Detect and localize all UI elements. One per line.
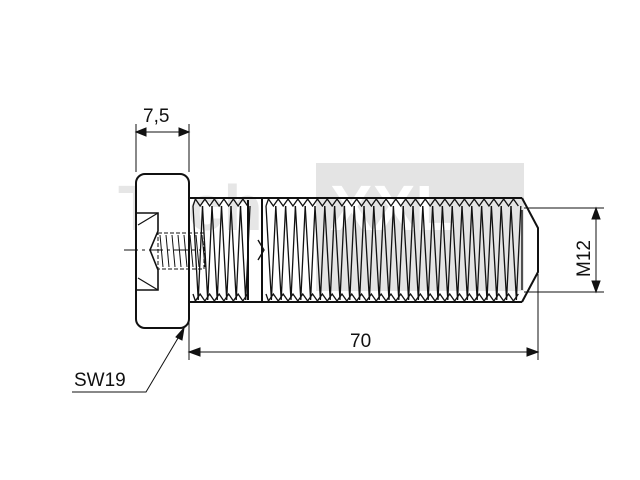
internal-thread-line xyxy=(171,234,176,268)
thread-crest-top xyxy=(192,197,249,208)
thread-turn xyxy=(402,205,414,301)
thread-turn xyxy=(304,205,316,301)
thread-turn xyxy=(412,205,424,301)
external-thread xyxy=(192,197,522,303)
thread-turn xyxy=(441,205,453,301)
thread-turn xyxy=(314,205,326,301)
thread-turn xyxy=(275,205,287,301)
internal-thread-line xyxy=(195,234,200,268)
bolt-tip xyxy=(521,197,539,303)
leader-arrowhead xyxy=(175,326,185,341)
arrowhead-right xyxy=(526,347,540,357)
internal-thread-line xyxy=(177,234,182,268)
thread-turn xyxy=(451,205,463,301)
arrowhead-right xyxy=(178,127,191,137)
length-label: 70 xyxy=(350,331,371,352)
arrowhead-top xyxy=(591,206,601,220)
thread-turn xyxy=(192,205,204,301)
thread-crest-bottom xyxy=(192,292,249,303)
dimension-head-height xyxy=(134,124,191,172)
thread-turn xyxy=(201,205,213,301)
internal-thread-line xyxy=(189,234,194,268)
thread-turn xyxy=(471,205,483,301)
thread-turn xyxy=(324,205,336,301)
socket-bottom-left xyxy=(137,212,159,226)
thread-turn xyxy=(265,205,277,301)
thread-turn xyxy=(422,205,434,301)
wrench-size-label: SW19 xyxy=(74,370,126,391)
internal-thread xyxy=(157,232,206,270)
wrench-size-leader xyxy=(72,326,185,393)
head-outline xyxy=(135,173,190,329)
dimension-thread xyxy=(524,206,604,294)
thread-label: M12 xyxy=(574,240,595,277)
thread-turn xyxy=(392,205,404,301)
thread-crest-top xyxy=(265,197,519,208)
internal-thread-line xyxy=(201,234,206,268)
thread-turn xyxy=(353,205,365,301)
thread-crest-bottom xyxy=(265,292,519,303)
internal-thread-line xyxy=(159,234,164,268)
internal-thread-line xyxy=(183,234,188,268)
bolt-shank xyxy=(189,197,539,303)
socket-bottom-right xyxy=(137,277,159,291)
thread-turn xyxy=(480,205,493,301)
thread-turn xyxy=(461,205,473,301)
thread-turn xyxy=(333,205,346,301)
thread-turn xyxy=(431,205,444,301)
thread-turn xyxy=(373,205,385,301)
thread-turn xyxy=(363,205,375,301)
thread-turn xyxy=(500,205,512,301)
thread-turn xyxy=(490,205,502,301)
thread-turn xyxy=(220,205,232,301)
bolt-head xyxy=(124,173,200,329)
thread-turn xyxy=(211,205,223,301)
thread-turn xyxy=(239,205,251,301)
arrowhead-left xyxy=(187,347,201,357)
arrowhead-left xyxy=(134,127,147,137)
leader-line xyxy=(72,327,185,393)
dimension-length xyxy=(187,274,540,360)
thread-turn xyxy=(284,205,297,301)
thread-turn xyxy=(510,205,522,301)
head-height-label: 7,5 xyxy=(143,106,169,127)
washer-notch xyxy=(257,239,265,261)
thread-turn xyxy=(294,205,306,301)
thread-turn xyxy=(343,205,355,301)
internal-thread-line xyxy=(165,234,170,268)
arrowhead-bottom xyxy=(591,280,601,294)
thread-turn xyxy=(382,205,395,301)
thread-turn xyxy=(230,205,242,301)
